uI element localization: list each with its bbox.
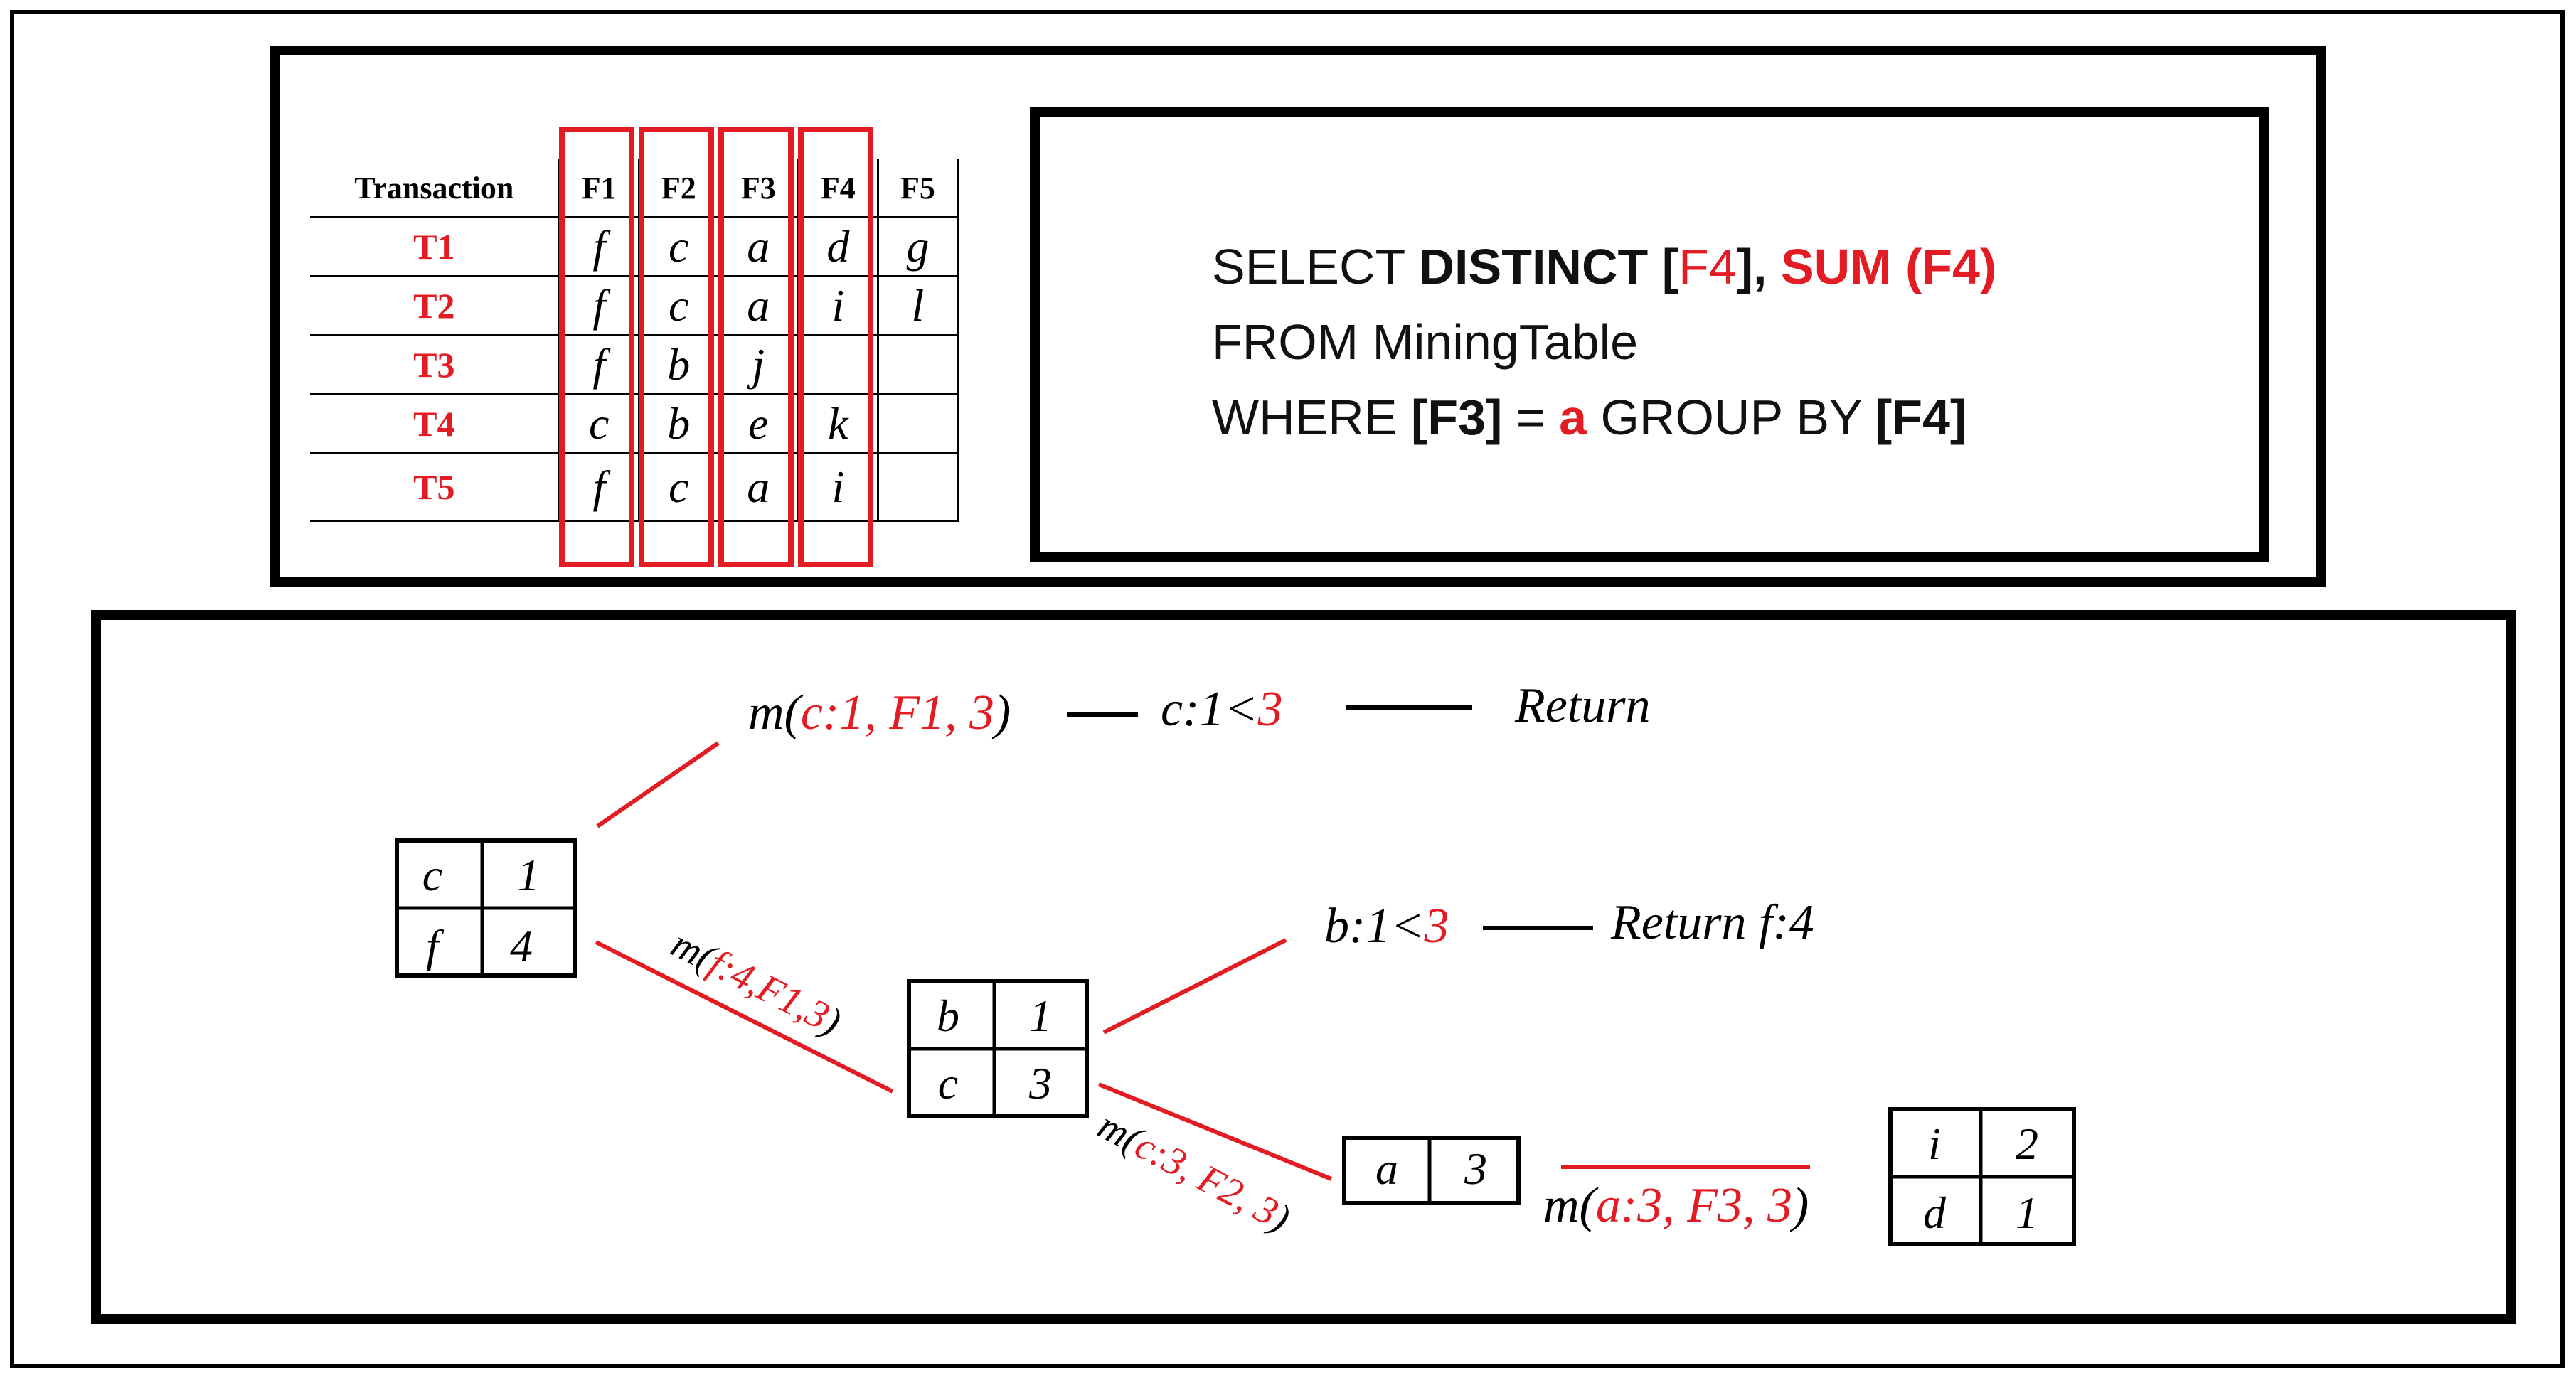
branch2a-condition: b:1<3 — [1324, 899, 1449, 954]
mid-item: b — [937, 990, 959, 1041]
sql-line-where: WHERE [F3] = a GROUP BY [F4] — [1212, 380, 1996, 455]
a-count: 3 — [1464, 1143, 1487, 1194]
table-cell: c — [637, 452, 720, 522]
header-f5: F5 — [876, 159, 959, 218]
branch1-call: m(c:1, F1, 3) — [748, 685, 1011, 740]
table-cell: j — [717, 334, 799, 395]
a-item: a — [1375, 1143, 1398, 1194]
sql-keyword: DISTINCT — [1418, 239, 1662, 294]
edge-root-to-branch1 — [596, 741, 720, 828]
table-header-row: Transaction F1 F2 F3 F4 F5 — [310, 159, 959, 218]
mid-count: 3 — [1028, 1058, 1052, 1109]
table-cell: l — [876, 275, 959, 336]
tree-panel-frame — [91, 610, 2516, 1324]
root-count: 4 — [510, 921, 533, 971]
mid-count: 1 — [1029, 990, 1052, 1041]
table-row: T3 f b j — [310, 334, 959, 395]
table-cell — [797, 334, 879, 395]
mid-count-table: b 1 c 3 — [907, 979, 1089, 1118]
table-cell — [876, 452, 959, 522]
transaction-id: T4 — [310, 393, 560, 454]
table-cell: g — [876, 216, 959, 277]
table-cell: c — [558, 393, 640, 454]
sql-value: a — [1559, 390, 1587, 445]
sql-keyword: SELECT — [1212, 239, 1419, 294]
edge-mid-to-a — [1097, 1082, 1333, 1181]
leaf-count: 1 — [2016, 1187, 2038, 1238]
sql-line-from: FROM MiningTable — [1212, 314, 1639, 370]
header-f3: F3 — [717, 159, 799, 218]
sql-keyword: GROUP BY — [1587, 390, 1875, 445]
edge-root-to-mid — [595, 940, 894, 1094]
table-cell: a — [717, 216, 799, 277]
top-panel-frame — [270, 46, 2326, 587]
branch2a-result: Return f:4 — [1610, 895, 1814, 950]
f3-column-highlight — [718, 127, 794, 567]
table-row: T5 f c a i — [310, 452, 959, 522]
root-count: 1 — [517, 850, 540, 900]
f4-column-highlight — [798, 127, 873, 567]
table-row: T1 f c a d g — [310, 216, 959, 277]
sql-bracket: [ — [1661, 239, 1679, 294]
root-item: f — [426, 921, 445, 971]
transaction-id: T5 — [310, 452, 560, 522]
sql-operator: = — [1502, 390, 1560, 445]
table-cell — [876, 393, 959, 454]
edge-mid-to-b — [1102, 938, 1287, 1035]
sql-bracket: ] — [1736, 239, 1754, 294]
root-item: c — [422, 850, 442, 900]
table-cell: f — [558, 452, 640, 522]
sql-field: [F3] — [1411, 390, 1503, 445]
transaction-id: T2 — [310, 275, 560, 336]
mid-item: c — [938, 1058, 958, 1109]
a-count-table: a 3 — [1342, 1136, 1521, 1205]
leaf-item: d — [1923, 1187, 1947, 1238]
sql-line-select: SELECT DISTINCT [F4], SUM (F4) — [1212, 229, 1996, 304]
table-cell: i — [797, 452, 879, 522]
branch1-result: Return — [1514, 678, 1651, 733]
sql-comma: , — [1753, 239, 1781, 294]
table-cell: k — [797, 393, 879, 454]
table-row: T4 c b e k — [310, 393, 959, 454]
table-cell: b — [637, 334, 720, 395]
f1-column-highlight — [559, 127, 634, 567]
leaf-item: i — [1928, 1118, 1941, 1169]
sql-field: F4 — [1678, 239, 1737, 294]
mid-edge-label: m(f:4,F1,3) — [664, 922, 848, 1044]
table-cell: e — [717, 393, 799, 454]
outer-frame — [10, 10, 2565, 1368]
branch1-condition: c:1<3 — [1161, 682, 1283, 737]
sql-keyword: WHERE — [1212, 390, 1411, 445]
transaction-id: T1 — [310, 216, 560, 277]
sql-field: [F4] — [1875, 390, 1967, 445]
header-f4: F4 — [797, 159, 879, 218]
branch3-call: m(a:3, F3, 3) — [1543, 1178, 1809, 1233]
table-cell — [876, 334, 959, 395]
table-cell: f — [558, 216, 640, 277]
sql-query: SELECT DISTINCT [F4], SUM (F4) FROM Mini… — [1212, 229, 1996, 455]
leaf-count: 2 — [2016, 1118, 2038, 1169]
root-count-table: c 1 f 4 — [395, 838, 577, 978]
f2-column-highlight — [639, 127, 714, 567]
table-cell: i — [797, 275, 879, 336]
transaction-table: Transaction F1 F2 F3 F4 F5 T1 f c a d g … — [310, 127, 959, 567]
table-cell: b — [637, 393, 720, 454]
sql-aggregate: SUM (F4) — [1780, 239, 1997, 294]
leaf-count-table: i 2 d 1 — [1888, 1107, 2076, 1246]
header-f2: F2 — [637, 159, 720, 218]
transaction-id: T3 — [310, 334, 560, 395]
header-transaction: Transaction — [310, 159, 560, 218]
sql-query-box — [1030, 107, 2269, 562]
